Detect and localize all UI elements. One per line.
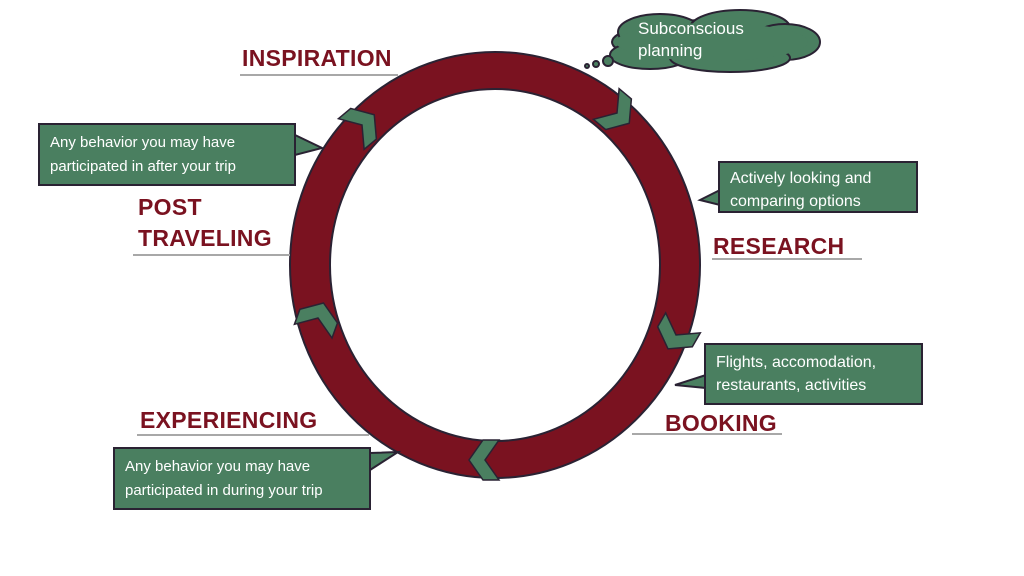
chevron-arrow-icon bbox=[656, 311, 702, 350]
callout-line-2: participated in after your trip bbox=[50, 158, 236, 175]
stage-research: RESEARCH bbox=[713, 233, 845, 259]
callout-post-traveling: Any behavior you may have participated i… bbox=[38, 123, 296, 186]
underline bbox=[240, 74, 398, 76]
cycle-ring bbox=[288, 51, 702, 479]
stage-post-traveling: POST TRAVELING bbox=[138, 192, 272, 254]
underline bbox=[712, 258, 862, 260]
chevron-arrow-icon bbox=[336, 107, 378, 151]
callout-line-1: Any behavior you may have bbox=[125, 458, 311, 475]
underline bbox=[632, 433, 782, 435]
chevron-arrow-icon bbox=[591, 87, 633, 131]
callout-line-2: restaurants, activities bbox=[716, 377, 867, 394]
thought-line-1: Subconscious bbox=[638, 19, 744, 38]
underline bbox=[137, 434, 369, 436]
stage-post-line-2: TRAVELING bbox=[138, 225, 272, 251]
thought-cloud-text: Subconscious planning bbox=[638, 18, 744, 62]
callout-line-1: Any behavior you may have bbox=[50, 134, 236, 151]
chevron-arrow-icon bbox=[468, 439, 501, 481]
callout-line-1: Flights, accomodation, bbox=[716, 354, 877, 371]
callout-booking: Flights, accomodation, restaurants, acti… bbox=[704, 343, 923, 405]
thought-line-2: planning bbox=[638, 41, 703, 60]
stage-post-line-1: POST bbox=[138, 194, 202, 220]
callout-line-1: Actively looking and bbox=[730, 170, 872, 187]
stage-inspiration: INSPIRATION bbox=[242, 45, 392, 71]
chevron-arrow-icon bbox=[293, 302, 339, 340]
callout-experiencing: Any behavior you may have participated i… bbox=[113, 447, 371, 510]
callout-line-2: comparing options bbox=[730, 193, 861, 210]
stage-booking: BOOKING bbox=[665, 410, 777, 436]
callout-research: Actively looking and comparing options bbox=[718, 161, 918, 213]
underline bbox=[133, 254, 290, 256]
stage-experiencing: EXPERIENCING bbox=[140, 407, 318, 433]
callout-line-2: participated in during your trip bbox=[125, 482, 323, 499]
